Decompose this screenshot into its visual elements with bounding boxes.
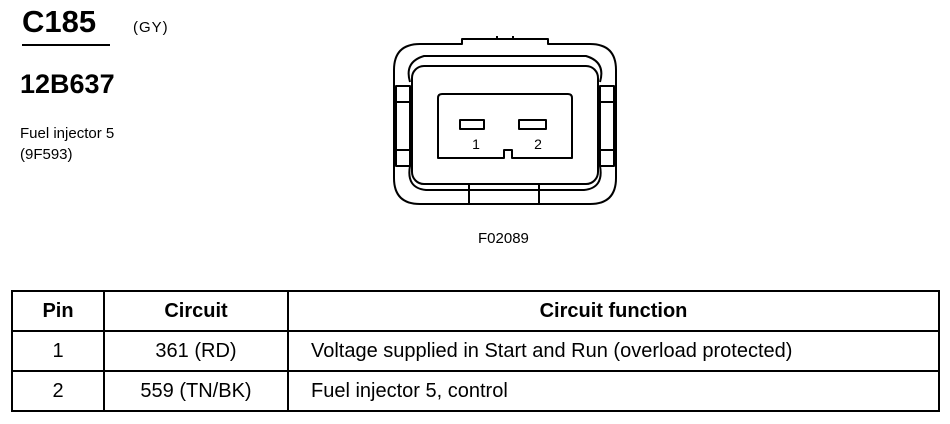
table-row: 2 559 (TN/BK) Fuel injector 5, control: [11, 370, 940, 412]
cell-circuit: 361 (RD): [103, 330, 289, 372]
component-description: Fuel injector 5: [20, 125, 115, 142]
table-row: 1 361 (RD) Voltage supplied in Start and…: [11, 330, 940, 372]
table-header-row: Pin Circuit Circuit function: [11, 290, 940, 332]
cell-pin: 2: [11, 370, 105, 412]
side-rib-right: [599, 85, 615, 167]
connector-face: [411, 65, 599, 185]
part-number: 12B637: [20, 69, 115, 99]
header-circuit: Circuit: [103, 290, 289, 332]
component-base-part: (9F593): [20, 146, 73, 163]
figure-code: F02089: [478, 230, 529, 247]
terminal-pin-2: [518, 119, 547, 130]
connector-id: C185: [22, 4, 97, 39]
cell-circuit: 559 (TN/BK): [103, 370, 289, 412]
pin-label-1: 1: [472, 136, 480, 152]
pin-label-2: 2: [534, 136, 542, 152]
cell-pin: 1: [11, 330, 105, 372]
cell-circuit-function: Fuel injector 5, control: [287, 370, 940, 412]
side-rib-left: [395, 85, 411, 167]
connector-diagram: 1 2: [393, 36, 617, 205]
header-circuit-function: Circuit function: [287, 290, 940, 332]
color-code: (GY): [133, 19, 169, 36]
connector-housing-outline: [393, 38, 617, 205]
terminal-pin-1: [459, 119, 485, 130]
cell-circuit-function: Voltage supplied in Start and Run (overl…: [287, 330, 940, 372]
pin-cavity: [437, 93, 573, 159]
header-pin: Pin: [11, 290, 105, 332]
pinout-table: Pin Circuit Circuit function 1 361 (RD) …: [11, 290, 940, 412]
housing-inner-curve: [407, 55, 603, 83]
connector-id-underline: [22, 44, 110, 46]
latch-tab: [496, 36, 514, 39]
housing-inner-curve-bottom: [408, 165, 602, 191]
